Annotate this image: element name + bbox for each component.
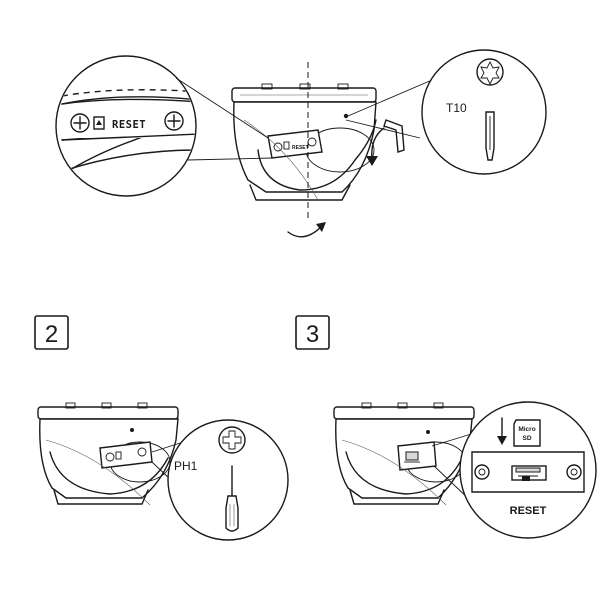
step3-detail-reset-label: RESET xyxy=(510,505,547,517)
step3-number-badge: 3 xyxy=(295,315,330,350)
down-arrow-icon xyxy=(497,417,507,445)
step2-group: 2 xyxy=(34,315,289,541)
step2-number-badge: 2 xyxy=(34,315,69,350)
step2-tool-magnifier: PH1 xyxy=(167,419,289,541)
step3-card-label-line2: SD xyxy=(522,435,531,442)
step1-tool-magnifier: T10 xyxy=(421,49,547,175)
step1-reset-magnifier: RESET xyxy=(55,55,197,197)
step2-tool-label: PH1 xyxy=(174,459,198,473)
torx-icon xyxy=(476,58,504,86)
step3-detail-magnifier: Micro SD RESET xyxy=(459,401,597,539)
step1-camera: RESET xyxy=(231,83,377,201)
step2-camera xyxy=(37,402,179,506)
step3-camera xyxy=(333,402,475,506)
phillips-icon xyxy=(218,426,246,454)
hex-key-icon xyxy=(366,119,405,166)
step1-magnifier-reset-label: RESET xyxy=(112,119,146,131)
step1-camera-reset-label: RESET xyxy=(292,145,309,151)
step1-tool-label: T10 xyxy=(446,101,467,115)
curved-arrow-icon xyxy=(287,222,326,238)
step1-group: RESET xyxy=(55,49,547,238)
micro-sd-card-icon: Micro SD xyxy=(513,419,541,447)
step2-number: 2 xyxy=(45,321,58,348)
step3-card-label-line1: Micro xyxy=(518,426,535,433)
step3-number: 3 xyxy=(306,321,319,348)
step3-group: 3 xyxy=(295,315,597,539)
